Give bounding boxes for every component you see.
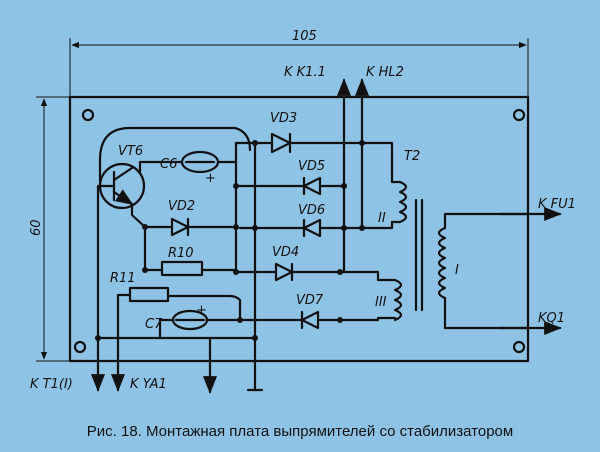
- capacitor-c6: [180, 150, 220, 174]
- k-q1-label: KQ1: [538, 311, 565, 326]
- dimension-width: 105: [69, 29, 529, 97]
- board-outline: [68, 95, 530, 363]
- k-k11-label: K K1.1: [284, 65, 326, 80]
- dimension-height-label: 60: [29, 219, 44, 236]
- diode-vd7: [300, 310, 320, 330]
- k-hl2-label: K HL2: [366, 65, 404, 80]
- winding-2-label: II: [378, 211, 386, 226]
- t2-label: T2: [404, 149, 420, 164]
- winding-3-label: III: [375, 295, 387, 310]
- circuit-board-diagram: 105 60 VT6 C6 + C7 + R10 R11 VD3: [29, 29, 576, 394]
- vd6-label: VD6: [298, 203, 325, 218]
- vd5-label: VD5: [298, 159, 325, 174]
- dimension-width-label: 105: [292, 29, 317, 44]
- mounting-hole-top-left: [81, 108, 95, 122]
- mounting-hole-bottom-right: [512, 340, 526, 354]
- resistor-r11: [128, 286, 170, 303]
- r10-label: R10: [168, 246, 194, 261]
- diode-vd3: [270, 132, 292, 154]
- diode-vd2: [170, 217, 190, 237]
- diode-vd6: [302, 218, 322, 238]
- mounting-hole-bottom-left: [73, 340, 87, 354]
- transformer-t2: [393, 180, 530, 330]
- c7-plus: +: [196, 303, 207, 318]
- junction-dots: [95, 140, 365, 341]
- k-ya1-label: K YA1: [130, 377, 167, 392]
- wiring: [90, 78, 562, 394]
- resistor-r10: [160, 260, 204, 277]
- vd3-label: VD3: [270, 111, 297, 126]
- c7-label: C7: [145, 317, 163, 332]
- c6-plus: +: [205, 171, 216, 186]
- diode-vd5: [302, 176, 322, 196]
- winding-1-label: I: [455, 263, 459, 278]
- k-t1-label: K T1(I): [30, 377, 73, 392]
- diode-vd4: [274, 262, 294, 282]
- c6-label: C6: [160, 157, 177, 172]
- k-fu1-label: K FU1: [538, 197, 576, 212]
- r11-label: R11: [110, 271, 136, 286]
- vd4-label: VD4: [272, 245, 299, 260]
- figure-caption: Рис. 18. Монтажная плата выпрямителей со…: [86, 423, 514, 440]
- vd2-label: VD2: [168, 199, 195, 214]
- vd7-label: VD7: [296, 293, 324, 308]
- transistor-vt6: [98, 162, 146, 210]
- dimension-height: 60: [29, 96, 70, 362]
- mounting-hole-top-right: [512, 108, 526, 122]
- vt6-label: VT6: [118, 144, 143, 159]
